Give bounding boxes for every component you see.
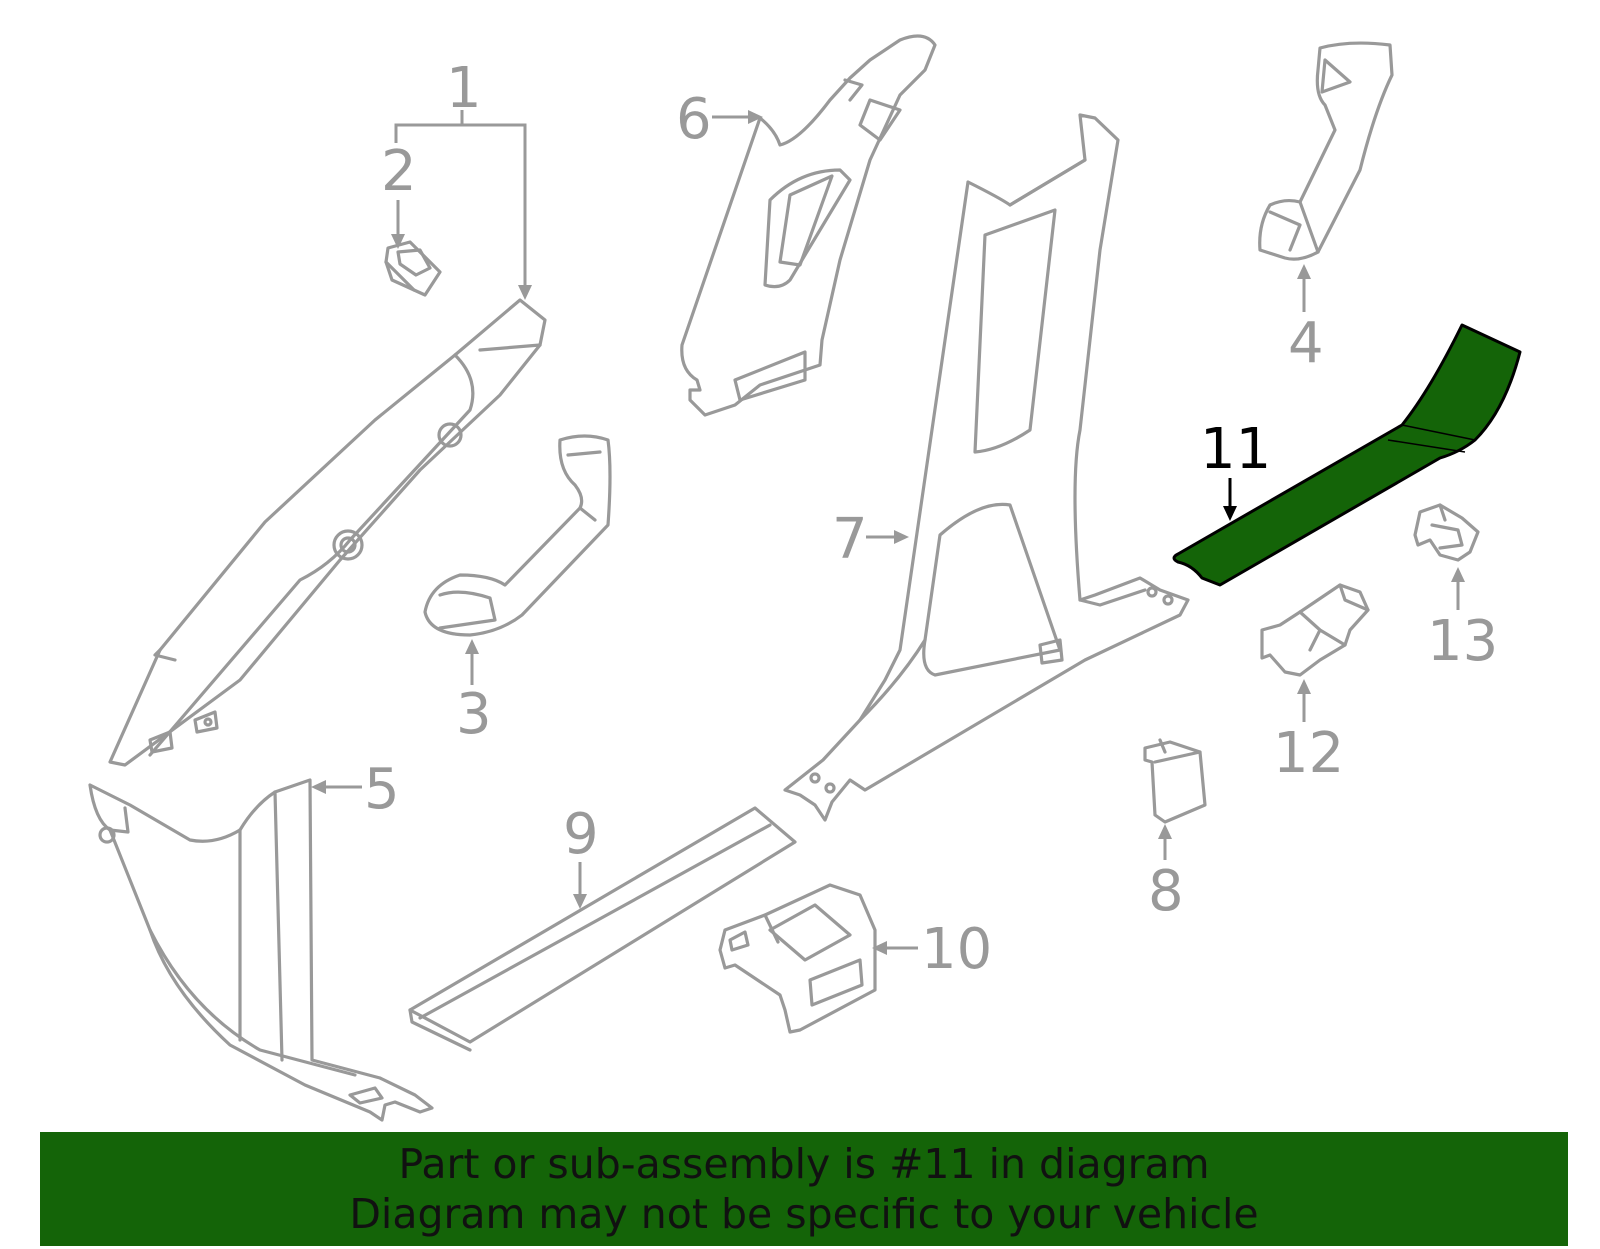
part-2-clip: [384, 240, 442, 297]
banner-line-2: Diagram may not be specific to your vehi…: [349, 1190, 1259, 1238]
callout-3: 3: [456, 682, 492, 747]
part-9-sill-plate: [408, 806, 797, 1052]
callout-1: 1: [446, 56, 482, 121]
callout-12: 12: [1273, 721, 1344, 786]
callout-9: 9: [563, 802, 599, 867]
callout-6: 6: [676, 87, 712, 152]
part-8-cap: [1143, 738, 1207, 824]
callout-8: 8: [1148, 859, 1184, 924]
callout-10: 10: [921, 917, 992, 982]
part-12-clip: [1260, 583, 1370, 677]
part-5-kick-panel: [88, 778, 434, 1122]
callout-7: 7: [832, 507, 868, 572]
callout-11: 11: [1200, 417, 1271, 482]
part-4-grab-handle: [1258, 41, 1394, 261]
part-6-b-pillar-upper: [680, 34, 937, 417]
callout-4: 4: [1288, 311, 1324, 376]
part-11-highlighted-trim: [1172, 323, 1522, 587]
callout-5: 5: [364, 757, 400, 822]
callout-2: 2: [381, 139, 417, 204]
callout-labels: 1 2 3 4 5 6 7 8 9 10 11 12 13: [364, 56, 1498, 982]
callout-13: 13: [1427, 609, 1498, 674]
info-banner: Part or sub-assembly is #11 in diagram D…: [40, 1132, 1568, 1246]
part-13-clip: [1413, 503, 1480, 562]
part-10-bracket: [718, 883, 877, 1034]
part-7-b-pillar-lower: [783, 113, 1190, 822]
part-1-a-pillar-trim: [108, 298, 547, 767]
part-3-grab-handle: [423, 434, 612, 637]
leader-lines: [311, 110, 1465, 955]
banner-line-1: Part or sub-assembly is #11 in diagram: [398, 1140, 1210, 1188]
